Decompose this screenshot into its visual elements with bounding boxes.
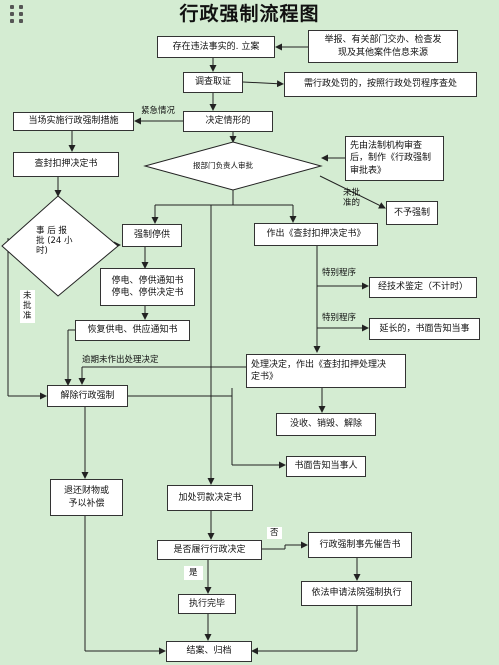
stop-supply-box: 强制停供 [122,224,182,247]
fulfilled-box: 是否履行行政决定 [157,540,262,560]
not-approved-label-a: 未批 准的 [343,188,361,209]
pre-approval-box: 先由法制机构审查 后，制作《行政强制 审批表》 [345,136,444,181]
post-approve-label: 事 后 报 批 (24 小 时) [36,226,73,257]
done-box: 执行完毕 [178,594,236,614]
stop-notice-box: 停电、停供通知书 停电、停供决定书 [100,268,195,306]
handle-decision-box: 处理决定，作出《查封扣押处理决 定书》 [246,354,406,388]
fine-decision-box: 加处罚款决定书 [167,485,253,511]
seizure-decision-box: 查封扣押决定书 [13,152,119,177]
tech-eval-box: 经技术鉴定（不计时） [369,277,477,298]
determine-box: 决定情形的 [183,111,273,132]
court-box: 依法申请法院强制执行 [301,581,412,606]
notify-box: 书面告知当事人 [286,456,366,477]
restore-supply-box: 恢复供电、供应通知书 [75,320,190,341]
not-approved-label-b: 未 批 准 [20,290,35,323]
no-enforce-box: 不予强制 [386,201,438,225]
special-procedure-label-a: 特别程序 [322,268,357,279]
make-decision-box: 作出《查封扣押决定书》 [254,223,378,246]
punish-note-box: 需行政处罚的，按照行政处罚程序查处 [284,72,477,97]
approval-diamond [143,141,323,191]
filing-box: 存在违法事实的. 立案 [157,36,275,58]
post-approval-diamond [1,195,119,297]
release-box: 解除行政强制 [47,385,128,407]
page-title: 行政强制流程图 [179,3,320,25]
dept-approve-label: 报部门负责人审批 [193,161,253,170]
investigate-box: 调查取证 [183,72,243,93]
overdue-label: 逾期未作出处理决定 [82,355,159,366]
drag-handle-icon[interactable] [10,5,24,23]
confiscate-box: 没收、销毁、解除 [276,413,376,436]
urgent-label: 紧急情况 [141,106,176,117]
yes-label: 是 [184,566,203,581]
extend-box: 延长的，书面告知当事 [369,318,480,340]
close-box: 结案、归档 [166,641,252,662]
urge-box: 行政强制事先催告书 [308,532,412,558]
no-label: 否 [267,527,282,540]
special-procedure-label-b: 特别程序 [322,313,357,324]
onsite-enforce-box: 当场实施行政强制措施 [13,112,134,131]
return-goods-box: 退还财物或 予以补偿 [50,479,123,516]
report-source-box: 举报、有关部门交办、检查发 现及其他案件信息来源 [308,30,458,63]
